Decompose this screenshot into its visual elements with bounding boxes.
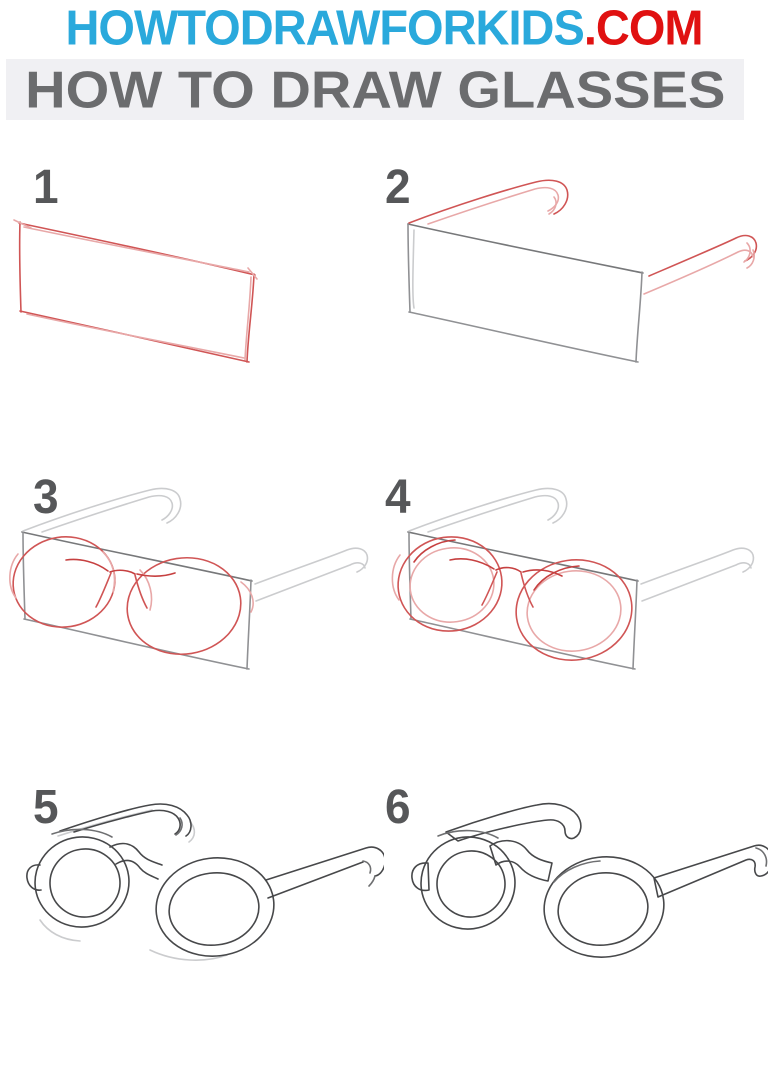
step-5: 5 xyxy=(0,770,384,1080)
step-1: 1 xyxy=(0,150,384,460)
step-2: 2 xyxy=(384,150,768,460)
site-name: HOWTODRAWFORKIDS xyxy=(65,0,584,56)
step-3-drawing xyxy=(9,487,369,670)
site-logo: HOWTODRAWFORKIDS.COM xyxy=(0,2,768,53)
page-title: HOW TO DRAW GLASSES xyxy=(24,60,726,119)
step-number: 3 xyxy=(33,468,59,524)
step-5-drawing xyxy=(26,803,384,961)
step-number: 2 xyxy=(385,158,411,214)
step-4: 4 xyxy=(384,460,768,770)
step-3: 3 xyxy=(0,460,384,770)
site-tld: .COM xyxy=(583,0,704,56)
step-2-drawing xyxy=(407,179,758,363)
step-4-drawing xyxy=(391,487,755,670)
step-6-drawing xyxy=(411,802,768,958)
step-6: 6 xyxy=(384,770,768,1080)
step-number: 5 xyxy=(33,778,59,834)
step-1-drawing xyxy=(13,219,258,363)
step-number: 1 xyxy=(33,158,59,214)
title-bar: HOW TO DRAW GLASSES xyxy=(6,59,744,120)
step-number: 6 xyxy=(385,778,411,834)
step-number: 4 xyxy=(385,468,411,524)
